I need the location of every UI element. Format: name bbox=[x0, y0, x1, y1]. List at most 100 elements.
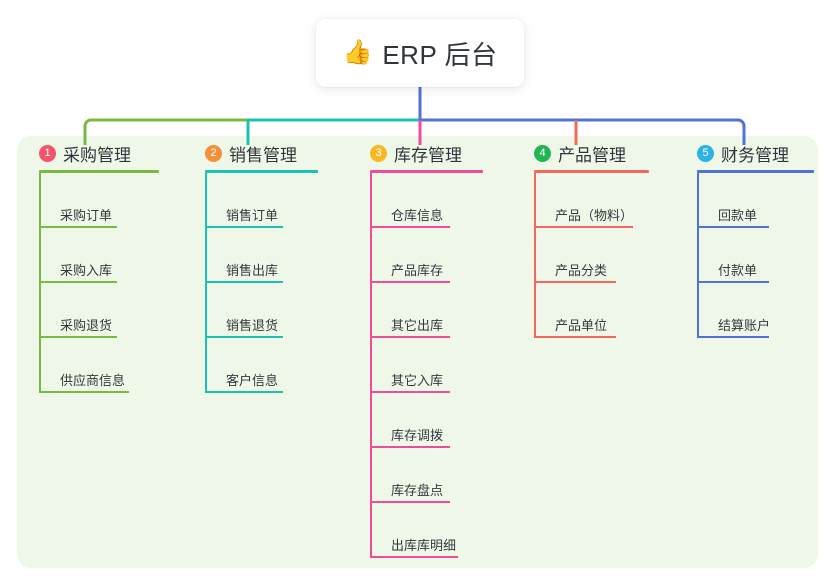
branch-item-label: 付款单 bbox=[718, 263, 758, 278]
branch-item-label: 供应商信息 bbox=[60, 373, 126, 388]
branch-item-label: 采购退货 bbox=[60, 318, 113, 333]
branch-label: 采购管理 bbox=[63, 145, 131, 165]
branch-item-underline bbox=[39, 226, 117, 228]
branch-item[interactable]: 产品单位 bbox=[534, 283, 675, 338]
branch-item-underline bbox=[370, 446, 450, 448]
branch-item-label: 产品（物料） bbox=[555, 208, 634, 223]
branch-item-list: 产品（物料） 产品分类产品单位 bbox=[534, 173, 675, 338]
branch-item-underline bbox=[697, 336, 769, 338]
branch-item-label: 销售出库 bbox=[226, 263, 279, 278]
branch-spine bbox=[205, 173, 207, 393]
branch-header[interactable]: 3 库存管理 bbox=[348, 136, 512, 170]
root-node-content: 👍 ERP 后台 bbox=[342, 35, 497, 72]
branch-item-underline bbox=[205, 226, 283, 228]
branch-item-label: 产品分类 bbox=[555, 263, 608, 278]
branch-item[interactable]: 客户信息 bbox=[205, 338, 348, 393]
branch-item-label: 回款单 bbox=[718, 208, 758, 223]
branch-label: 库存管理 bbox=[394, 145, 462, 165]
branch-item-label: 其它出库 bbox=[391, 318, 444, 333]
branch-item-label: 销售退货 bbox=[226, 318, 279, 333]
branch-underline bbox=[697, 170, 814, 173]
branch-item-underline bbox=[534, 281, 616, 283]
branch-item-underline bbox=[39, 391, 129, 393]
branch-item-underline bbox=[370, 226, 450, 228]
branch-item-underline bbox=[205, 391, 283, 393]
branch-item-label: 仓库信息 bbox=[391, 208, 444, 223]
branches-panel bbox=[17, 136, 818, 568]
branch-item-underline bbox=[370, 391, 450, 393]
branch-item[interactable]: 采购入库 bbox=[39, 228, 183, 283]
branch-item-label: 采购入库 bbox=[60, 263, 113, 278]
branch-item-underline bbox=[697, 281, 769, 283]
branch-item-label: 产品单位 bbox=[555, 318, 608, 333]
branch-item[interactable]: 采购订单 bbox=[39, 173, 183, 228]
root-node[interactable]: 👍 ERP 后台 bbox=[316, 19, 524, 87]
branch-number-badge: 3 bbox=[370, 144, 387, 162]
branch-item-underline bbox=[39, 281, 117, 283]
branch-label: 销售管理 bbox=[229, 145, 297, 165]
branch-underline bbox=[205, 170, 318, 173]
branch-item-label: 其它入库 bbox=[391, 373, 444, 388]
branch-item-label: 销售订单 bbox=[226, 208, 279, 223]
branch-item-underline bbox=[205, 281, 283, 283]
branch-item-list: 回款单付款单结算账户 bbox=[697, 173, 835, 338]
branch-underline bbox=[39, 170, 159, 173]
branch-number-badge: 2 bbox=[205, 144, 222, 162]
branch-item-underline bbox=[370, 281, 450, 283]
branch-header[interactable]: 5 财务管理 bbox=[675, 136, 835, 170]
branch-header[interactable]: 2 销售管理 bbox=[183, 136, 348, 170]
branch-item-underline bbox=[697, 226, 769, 228]
branch-item-label: 出库库明细 bbox=[391, 538, 457, 553]
branch-item-underline bbox=[39, 336, 117, 338]
branch-item-underline bbox=[534, 226, 633, 228]
branch-item[interactable]: 其它入库 bbox=[370, 338, 512, 393]
branch-item[interactable]: 采购退货 bbox=[39, 283, 183, 338]
branch-item[interactable]: 付款单 bbox=[697, 228, 835, 283]
root-node-title: ERP 后台 bbox=[382, 39, 498, 70]
branch-item[interactable]: 库存调拨 bbox=[370, 393, 512, 448]
branch-item-label: 采购订单 bbox=[60, 208, 113, 223]
branch-item[interactable]: 供应商信息 bbox=[39, 338, 183, 393]
branch-underline bbox=[370, 170, 483, 173]
branch-item-underline bbox=[370, 556, 458, 558]
branch-item-label: 库存调拨 bbox=[391, 428, 444, 443]
branch-item[interactable]: 销售出库 bbox=[205, 228, 348, 283]
branch-item[interactable]: 产品库存 bbox=[370, 228, 512, 283]
branch-spine bbox=[370, 173, 372, 558]
branch-item-list: 采购订单采购入库采购退货供应商信息 bbox=[39, 173, 183, 393]
branch-underline bbox=[534, 170, 649, 173]
branch-item-underline bbox=[370, 336, 450, 338]
branch-item-label: 库存盘点 bbox=[391, 483, 444, 498]
branch-column-5: 5 财务管理回款单付款单结算账户 bbox=[675, 136, 835, 338]
branch-item[interactable]: 销售订单 bbox=[205, 173, 348, 228]
branch-label: 财务管理 bbox=[721, 145, 789, 165]
branch-number-badge: 4 bbox=[534, 144, 551, 162]
branch-item-label: 结算账户 bbox=[718, 318, 771, 333]
branch-item-underline bbox=[205, 336, 283, 338]
branch-column-3: 3 库存管理仓库信息产品库存其它出库其它入库库存调拨库存盘点出库库明细 bbox=[348, 136, 512, 558]
branch-item[interactable]: 出库库明细 bbox=[370, 503, 512, 558]
branch-spine bbox=[39, 173, 41, 393]
branch-item-underline bbox=[534, 336, 616, 338]
branch-item[interactable]: 产品分类 bbox=[534, 228, 675, 283]
branch-number-badge: 5 bbox=[697, 144, 714, 162]
branch-item[interactable]: 回款单 bbox=[697, 173, 835, 228]
branch-item-underline bbox=[370, 501, 450, 503]
branch-item[interactable]: 结算账户 bbox=[697, 283, 835, 338]
branch-item-label: 产品库存 bbox=[391, 263, 444, 278]
thumbs-up-icon: 👍 bbox=[342, 39, 373, 66]
branch-item[interactable]: 其它出库 bbox=[370, 283, 512, 338]
branch-item[interactable]: 产品（物料） bbox=[534, 173, 675, 228]
branch-spine bbox=[697, 173, 699, 338]
branch-spine bbox=[534, 173, 536, 338]
branch-item[interactable]: 仓库信息 bbox=[370, 173, 512, 228]
branch-item[interactable]: 销售退货 bbox=[205, 283, 348, 338]
branch-item[interactable]: 库存盘点 bbox=[370, 448, 512, 503]
branch-item-label: 客户信息 bbox=[226, 373, 279, 388]
